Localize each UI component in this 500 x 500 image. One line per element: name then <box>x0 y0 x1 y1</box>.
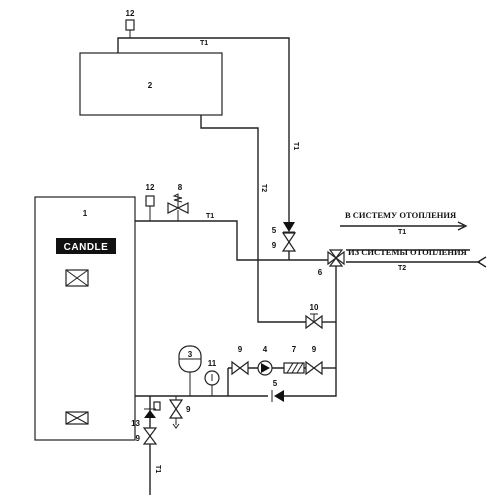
air-vent-tank: 12 <box>125 9 135 31</box>
valve-drain-outlet <box>172 423 180 429</box>
valve-supply-bottom <box>281 240 297 252</box>
valve-drain-top <box>168 399 184 411</box>
air-vent-boiler-number: 12 <box>146 183 155 192</box>
check-valve-return: 5 <box>271 379 284 402</box>
check-valve-bottom-bypass <box>153 401 161 411</box>
check-valve-return-body <box>274 390 284 402</box>
bypass-valve-left <box>305 314 315 330</box>
mixing-valve-number: 6 <box>318 268 323 277</box>
label-t1-vertical: T1 <box>292 142 299 150</box>
safety-valve-spring <box>172 193 183 208</box>
safety-valve-left <box>167 202 180 214</box>
brand-label: CANDLE <box>64 242 109 253</box>
pipes <box>117 30 487 495</box>
valve-supply-number: 9 <box>272 241 277 250</box>
mixing-valve-top <box>328 249 344 259</box>
pipe-in-arrow <box>476 256 487 268</box>
filter-number: 7 <box>292 345 297 354</box>
safety-valve-number: 8 <box>178 183 183 192</box>
tank-number: 2 <box>148 81 153 90</box>
boiler-number: 1 <box>83 209 88 218</box>
label-t2-vertical: T2 <box>260 184 267 192</box>
brand-plate <box>56 238 116 254</box>
valve-pump-in-number: 9 <box>238 345 243 354</box>
pipe-t1-top <box>117 37 290 222</box>
safety-valve: 8 <box>167 183 189 214</box>
valve-drain: 9 <box>168 399 191 429</box>
valve-supply-top <box>281 232 297 244</box>
label-t1-boiler: T1 <box>206 213 214 220</box>
thermometer: 11 <box>204 359 220 386</box>
pump-arrow <box>261 363 270 373</box>
bypass-valve-number: 10 <box>310 303 319 312</box>
expansion-vessel-number: 3 <box>188 350 193 359</box>
filter-body <box>283 362 305 374</box>
filter-mesh-b <box>291 362 299 374</box>
boiler-body <box>34 196 136 441</box>
check-valve-bottom-body <box>144 410 156 418</box>
label-t1-top: T1 <box>200 40 208 47</box>
valve-bottom-top <box>142 427 158 437</box>
thermometer-number: 11 <box>208 359 217 368</box>
caption-to-heating: В СИСТЕМУ ОТОПЛЕНИЯ <box>345 210 456 220</box>
bypass-valve-right <box>313 314 323 330</box>
check-valve-bottom: 13 <box>131 401 161 428</box>
pump: 4 <box>257 345 273 376</box>
bypass-valve: 10 <box>305 303 323 330</box>
air-vent-tank-number: 12 <box>126 9 135 18</box>
air-vent-tank-body <box>125 19 135 31</box>
valve-pump-out: 9 <box>305 345 323 376</box>
caption-from-heating: ИЗ СИСТЕМЫ ОТОПЛЕНИЯ <box>348 247 467 257</box>
valve-pump-in-right <box>239 360 249 376</box>
air-vent-boiler-body <box>145 195 155 207</box>
check-valve-return-number: 5 <box>273 379 278 388</box>
pump-number: 4 <box>263 345 268 354</box>
boiler: 1 CANDLE <box>34 196 136 441</box>
safety-valve-right <box>176 202 189 214</box>
check-valve-supply: 5 <box>272 222 295 235</box>
filter-mesh-a <box>286 362 294 374</box>
mixing-valve-left <box>327 250 337 266</box>
valve-pump-out-right <box>313 360 323 376</box>
mixing-valve-bottom <box>328 257 344 267</box>
mixing-valve-right <box>335 250 345 266</box>
check-valve-bottom-number: 13 <box>131 419 140 428</box>
pipe-t1-boiler <box>135 220 330 261</box>
air-vent-boiler: 12 <box>145 183 155 207</box>
check-valve-supply-number: 5 <box>272 226 277 235</box>
label-t1-out: T1 <box>398 229 406 236</box>
valve-pump-out-left <box>305 360 315 376</box>
pipe-out-arrow <box>457 221 468 231</box>
valve-supply: 9 <box>272 232 297 252</box>
pipe-t2-tank <box>200 115 306 323</box>
valve-bottom-bottom <box>142 435 158 445</box>
filter: 7 <box>283 345 305 374</box>
label-t1-bottom: T1 <box>154 465 161 473</box>
valve-bottom: 9 <box>136 427 158 445</box>
tank: 2 <box>79 52 223 116</box>
filter-mesh-c <box>296 362 304 374</box>
valve-pump-in: 9 <box>231 345 249 376</box>
boiler-door-top-cross-b <box>65 269 89 287</box>
check-valve-supply-body <box>283 222 295 232</box>
valve-bottom-number: 9 <box>136 434 141 443</box>
mixing-valve: 6 <box>318 249 345 277</box>
line-labels: T1 T1 T2 T1 T1 T2 T1 <box>154 40 406 473</box>
expansion-vessel: 3 <box>178 345 202 373</box>
valve-pump-in-left <box>231 360 241 376</box>
valve-drain-number: 9 <box>186 405 191 414</box>
tank-body <box>79 52 223 116</box>
valve-pump-out-number: 9 <box>312 345 317 354</box>
label-t2-in: T2 <box>398 265 406 272</box>
valve-drain-bottom <box>168 407 184 419</box>
pipe-mix-down <box>284 266 337 397</box>
boiler-door-bottom-cross-b <box>65 411 89 425</box>
